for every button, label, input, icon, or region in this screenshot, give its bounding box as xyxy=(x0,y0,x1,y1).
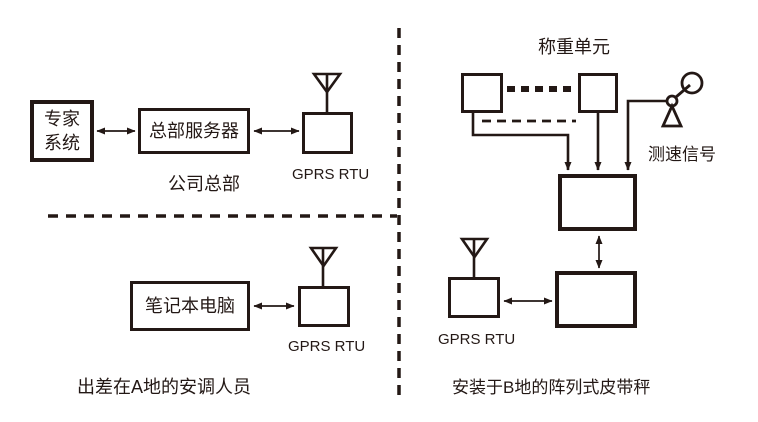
hq-server-box: 总部服务器 xyxy=(138,108,250,154)
antenna-icon xyxy=(308,246,339,286)
caption-site-a: 出差在A地的安调人员 xyxy=(77,377,252,397)
gprs-rtu-label-hq: GPRS RTU xyxy=(292,166,370,183)
gprs-rtu-label-site-a: GPRS RTU xyxy=(288,338,366,355)
feed-line-load-cell-1 xyxy=(471,113,572,171)
company-hq-label: 公司总部 xyxy=(168,174,240,194)
gprs-rtu-label-site-b: GPRS RTU xyxy=(438,331,516,348)
speed-sensor-icon xyxy=(660,71,704,128)
gprs-rtu-box-hq xyxy=(302,112,353,154)
gprs-rtu-box-site-a xyxy=(298,286,350,327)
speed-signal-label: 测速信号 xyxy=(648,145,716,164)
laptop-box: 笔记本电脑 xyxy=(130,281,250,331)
load-cell-box-1 xyxy=(461,73,503,113)
load-cell-box-2 xyxy=(578,73,618,113)
belt-scale-controller-box xyxy=(555,271,637,328)
antenna-icon xyxy=(459,237,490,277)
caption-site-b: 安装于B地的阵列式皮带秤 xyxy=(452,378,651,397)
gprs-rtu-box-site-b xyxy=(448,277,500,318)
weighing-unit-label: 称重单元 xyxy=(538,37,610,57)
expert-system-box: 专家 系统 xyxy=(30,100,94,162)
junction-box xyxy=(558,174,637,231)
antenna-icon xyxy=(311,72,343,112)
